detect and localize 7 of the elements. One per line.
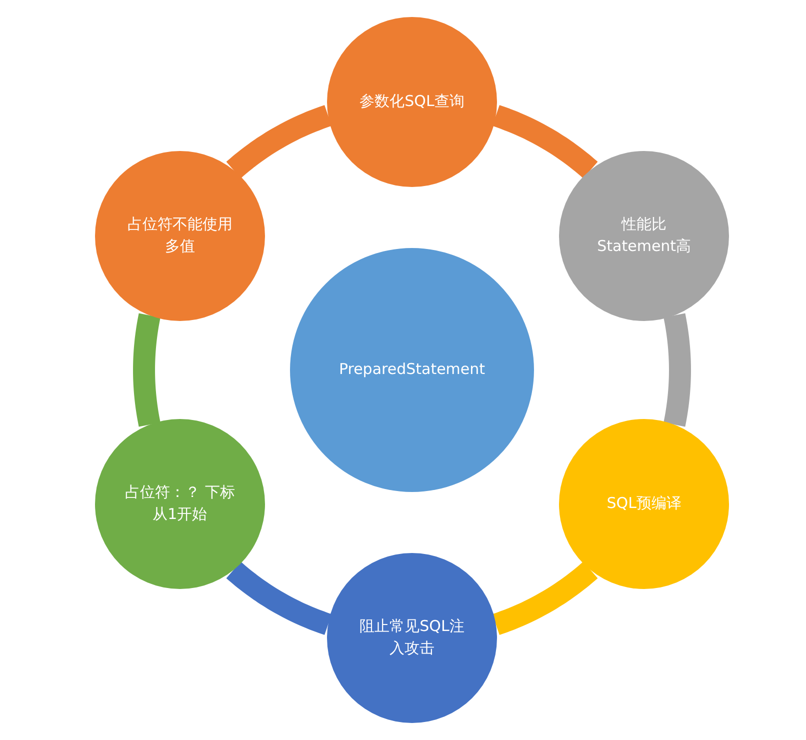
node-label: SQL预编译 (606, 493, 682, 514)
node-label: 占位符：？ 下标从1开始 (124, 482, 235, 525)
node-label: 性能比Statement高 (596, 214, 692, 257)
node-label: 阻止常见SQL注入攻击 (358, 616, 466, 659)
node-label: PreparedStatement (338, 359, 486, 380)
node-label: 占位符不能使用多值 (126, 214, 234, 257)
node-label: 参数化SQL查询 (360, 91, 464, 112)
